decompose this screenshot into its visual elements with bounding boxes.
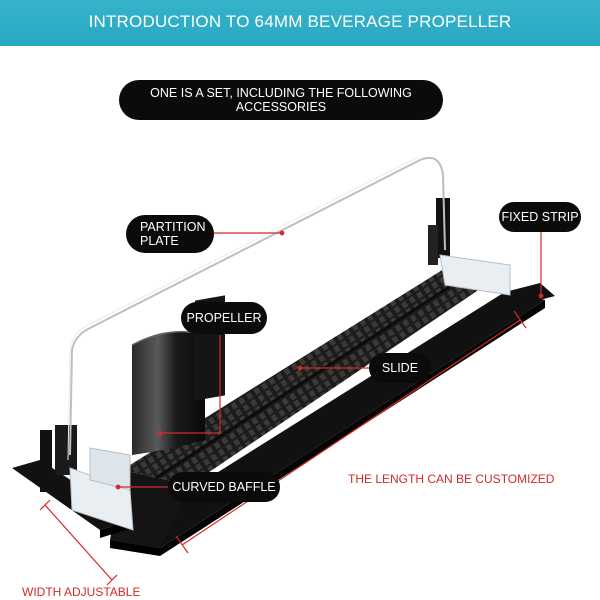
width-annotation: WIDTH ADJUSTABLE: [22, 585, 141, 599]
clear-clips: [69, 254, 511, 531]
callout-slide: SLIDE: [369, 353, 431, 383]
callout-partition-plate: PARTITION PLATE: [126, 215, 214, 253]
length-annotation: THE LENGTH CAN BE CUSTOMIZED: [348, 472, 555, 486]
length-dimension: [175, 310, 527, 554]
header-banner: INTRODUCTION TO 64MM BEVERAGE PROPELLER: [0, 0, 600, 46]
width-dimension: [39, 499, 118, 586]
accessories-pill: ONE IS A SET, INCLUDING THE FOLLOWING AC…: [119, 80, 443, 120]
callout-curved-baffle: CURVED BAFFLE: [168, 472, 280, 502]
right-base-plate: [428, 198, 555, 305]
callout-propeller: PROPELLER: [181, 302, 267, 334]
leader-lines: [115, 230, 544, 490]
callout-fixed-strip: FIXED STRIP: [499, 202, 581, 232]
banner-title: INTRODUCTION TO 64MM BEVERAGE PROPELLER: [88, 12, 512, 31]
partition-plate: [67, 156, 446, 461]
